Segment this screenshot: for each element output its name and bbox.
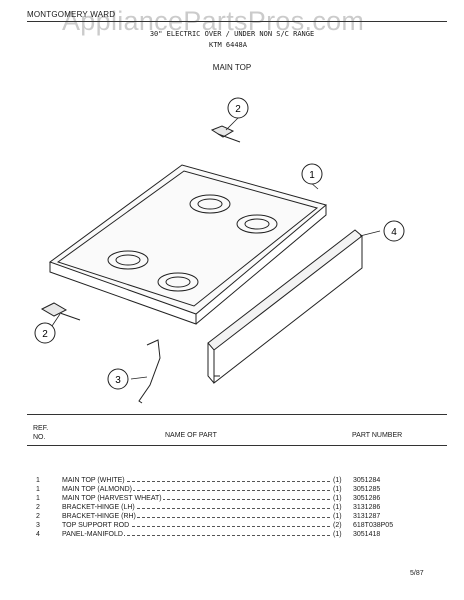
table-row: 4 PANEL-MANIFOLD (1) 3051418 — [36, 531, 381, 538]
svg-text:3: 3 — [115, 375, 121, 386]
hinge-bracket-upper — [210, 125, 241, 143]
header-divider — [27, 21, 447, 22]
callout-4: 4 — [383, 220, 405, 242]
svg-text:2: 2 — [235, 104, 241, 115]
table-row: 1 MAIN TOP (ALMOND) (1) 3051285 — [36, 486, 381, 493]
svg-text:1: 1 — [309, 170, 315, 181]
top-support-rod — [138, 339, 161, 404]
table-row: 2 BRACKET-HINGE (LH) (1) 3131286 — [36, 504, 381, 511]
svg-text:4: 4 — [391, 227, 397, 238]
part-number-header: PART NUMBER — [352, 432, 403, 439]
panel-manifold-part — [207, 229, 363, 385]
table-row: 1 MAIN TOP (WHITE) (1) 3051284 — [36, 477, 381, 484]
table-top-divider — [27, 414, 447, 415]
brand-label: MONTGOMERY WARD — [27, 10, 116, 19]
callout-2-upper: 2 — [227, 97, 249, 119]
model-description: 30" ELECTRIC OVER / UNDER NON S/C RANGE — [149, 30, 315, 38]
hinge-bracket-lower — [40, 302, 81, 321]
model-number: KTM 6448A — [209, 41, 247, 49]
table-header-divider — [27, 445, 447, 446]
name-header: NAME OF PART — [165, 432, 217, 439]
callout-leaders — [51, 117, 381, 380]
page-date: 5/87 — [410, 570, 424, 577]
table-row: 3 TOP SUPPORT ROD (2) 618T038P05 — [36, 522, 394, 529]
main-top-part — [48, 164, 328, 325]
callout-3: 3 — [107, 368, 129, 390]
callout-1: 1 — [301, 163, 323, 185]
table-row: 1 MAIN TOP (HARVEST WHEAT) (1) 3051286 — [36, 495, 381, 502]
table-row: 2 BRACKET-HINGE (RH) (1) 3131287 — [36, 513, 381, 520]
callout-2-lower: 2 — [34, 322, 56, 344]
section-title: MAIN TOP — [212, 63, 252, 72]
ref-header: REF. NO. — [33, 425, 49, 441]
exploded-parts-diagram: 1 2 2 3 4 — [34, 97, 405, 404]
svg-text:2: 2 — [42, 329, 48, 340]
